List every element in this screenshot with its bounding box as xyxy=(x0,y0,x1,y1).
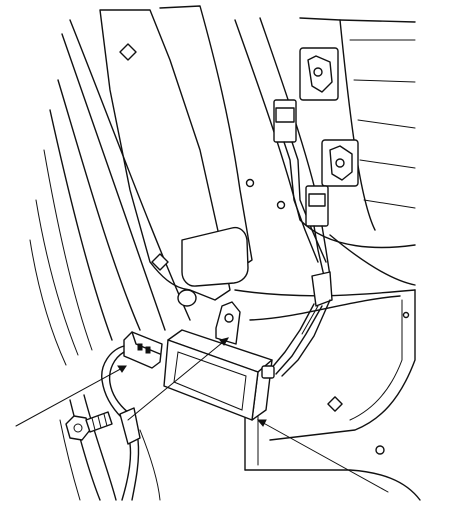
mount-hole xyxy=(177,289,197,307)
clip xyxy=(119,407,141,445)
screw xyxy=(402,311,410,319)
screw xyxy=(375,445,385,455)
leader-line xyxy=(256,419,389,493)
mount-hole xyxy=(119,43,137,61)
clip xyxy=(299,47,339,101)
leader-line xyxy=(15,365,127,427)
mounting-bolt xyxy=(65,411,113,441)
screw xyxy=(245,178,255,188)
leader-line xyxy=(127,337,230,421)
panel-slot xyxy=(181,226,249,287)
antenna-unit xyxy=(163,301,275,421)
clip xyxy=(321,139,359,187)
connector-latch xyxy=(308,193,326,207)
connector xyxy=(101,331,163,501)
screw xyxy=(276,200,286,210)
wiring-harness xyxy=(269,99,333,377)
mount-hole xyxy=(151,253,169,271)
screw xyxy=(327,396,343,412)
connector-latch xyxy=(275,107,295,123)
